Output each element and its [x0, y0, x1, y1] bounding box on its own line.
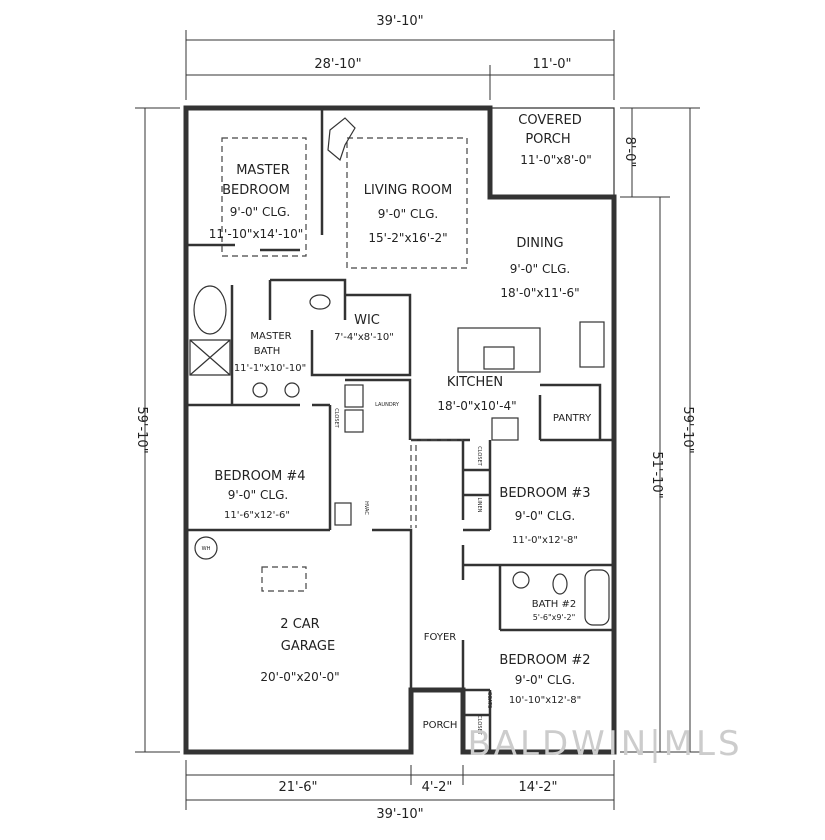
dim-bottom-total: 39'-10" — [376, 807, 423, 822]
bath2-size: 5'-6"x9'-2" — [533, 613, 576, 622]
bedroom2-size: 10'-10"x12'-8" — [509, 695, 581, 706]
wic-size: 7'-4"x8'-10" — [334, 332, 394, 343]
garage-label-2: GARAGE — [281, 639, 335, 654]
living-tray-ceiling — [346, 137, 468, 269]
laundry-label: LAUNDRY — [375, 402, 400, 408]
dim-right-main: 51'-10" — [649, 451, 664, 498]
hvac-label: HVAC — [363, 501, 369, 515]
master-bath-label: MASTER — [250, 331, 291, 342]
master-bedroom-label: MASTER — [236, 163, 290, 178]
porch-label: PORCH — [423, 720, 458, 731]
dryer-icon — [344, 409, 364, 433]
covered-porch-size: 11'-0"x8'-0" — [520, 153, 592, 167]
living-room-label: LIVING ROOM — [364, 183, 452, 198]
bedroom3-ceiling: 9'-0" CLG. — [515, 509, 575, 523]
dining-size: 18'-0"x11'-6" — [500, 286, 579, 300]
dim-right-porch: 8'-0" — [622, 137, 637, 168]
bath2-toilet-icon — [552, 573, 568, 595]
refrigerator-icon — [579, 321, 605, 368]
master-tray-ceiling — [221, 137, 307, 257]
dim-bottom-right: 14'-2" — [518, 780, 557, 795]
garage-label: 2 CAR — [280, 617, 319, 632]
kitchen-size: 18'-0"x10'-4" — [437, 399, 516, 413]
closet-label-2: CLOSET — [476, 446, 482, 466]
dim-bottom-mid: 4'-2" — [422, 780, 453, 795]
dining-ceiling: 9'-0" CLG. — [510, 262, 570, 276]
garage-size: 20'-0"x20'-0" — [260, 670, 339, 684]
sink-icon — [483, 346, 515, 370]
dim-top-total: 39'-10" — [376, 14, 423, 29]
master-bath-size: 11'-1"x10'-10" — [234, 363, 306, 374]
dim-bottom-left: 21'-6" — [278, 780, 317, 795]
fireplace-icon — [327, 117, 356, 162]
master-bath-label-2: BATH — [254, 346, 281, 357]
covered-porch-label-2: PORCH — [525, 132, 570, 147]
bedroom4-size: 11'-6"x12'-6" — [224, 510, 290, 521]
attic-access — [261, 566, 307, 592]
kitchen-label: KITCHEN — [447, 375, 503, 390]
dim-top-left: 28'-10" — [314, 57, 361, 72]
shower-icon — [189, 339, 231, 376]
covered-porch-label: COVERED — [518, 113, 581, 128]
stove-icon — [491, 417, 519, 441]
dim-left-total: 59'-10" — [134, 406, 149, 453]
covered-porch-outline — [490, 107, 615, 197]
bedroom4-ceiling: 9'-0" CLG. — [228, 488, 288, 502]
bedroom3-label: BEDROOM #3 — [499, 486, 590, 501]
interior-walls — [186, 108, 614, 752]
sink-icon-2 — [284, 382, 300, 398]
dimension-lines — [135, 30, 700, 810]
master-bedroom-ceiling: 9'-0" CLG. — [230, 205, 290, 219]
living-room-size: 15'-2"x16'-2" — [368, 231, 447, 245]
bedroom2-ceiling: 9'-0" CLG. — [515, 673, 575, 687]
pantry-label: PANTRY — [553, 413, 592, 424]
coats-label: COATS — [486, 692, 492, 709]
wh-label: WH — [202, 546, 211, 552]
washer-icon — [344, 384, 364, 408]
sink-icon-1 — [252, 382, 268, 398]
bathtub-icon — [193, 285, 227, 335]
closet-label-1: CLOSET — [333, 408, 339, 428]
dim-top-right: 11'-0" — [532, 57, 571, 72]
dining-label: DINING — [516, 236, 563, 251]
dim-right-total: 59'-10" — [680, 406, 695, 453]
bedroom3-size: 11'-0"x12'-8" — [512, 535, 578, 546]
living-room-ceiling: 9'-0" CLG. — [378, 207, 438, 221]
closet-label-3: CLOSET — [476, 715, 482, 735]
toilet-icon — [309, 294, 331, 310]
wic-label: WIC — [354, 313, 380, 328]
bath2-sink-icon — [512, 571, 530, 589]
bath2-tub-icon — [584, 569, 610, 626]
water-heater-icon — [194, 536, 218, 560]
hvac-unit-icon — [334, 502, 352, 526]
bedroom2-label: BEDROOM #2 — [499, 653, 590, 668]
linen-label: LINEN — [476, 498, 482, 513]
kitchen-island — [457, 327, 541, 373]
master-bedroom-label-2: BEDROOM — [222, 183, 290, 198]
master-bedroom-size: 11'-10"x14'-10" — [209, 227, 303, 241]
foyer-label: FOYER — [424, 632, 457, 643]
bedroom4-label: BEDROOM #4 — [214, 469, 305, 484]
bath2-label: BATH #2 — [532, 599, 576, 610]
watermark: BALDWIN|MLS — [467, 724, 742, 764]
